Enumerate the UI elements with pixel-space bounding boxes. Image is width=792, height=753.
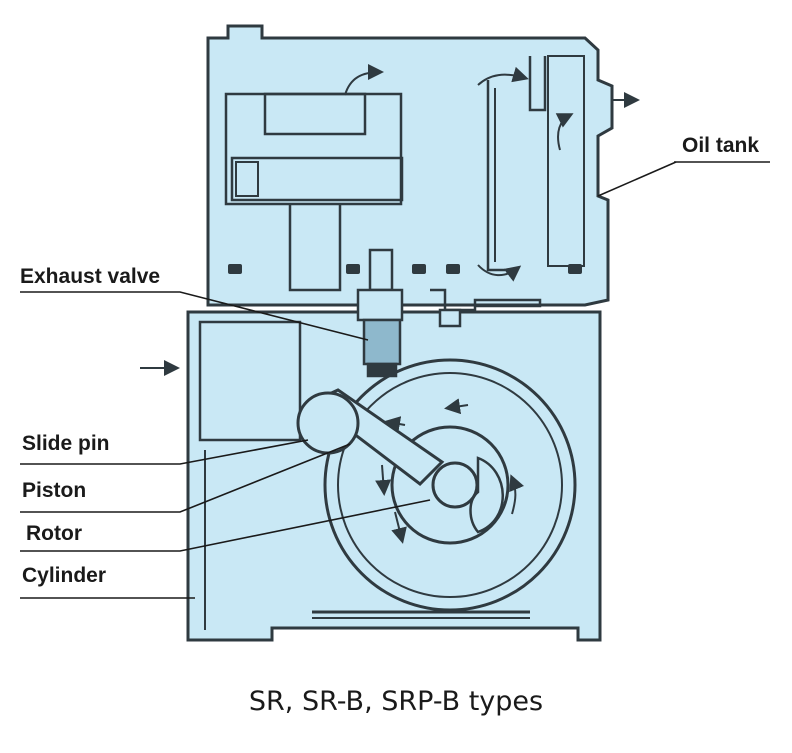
piston-label: Piston bbox=[22, 479, 87, 502]
cylinder-bore bbox=[323, 358, 577, 612]
flow-arrows bbox=[140, 64, 640, 544]
gasket-seals bbox=[228, 264, 582, 274]
oil-tank-label: Oil tank bbox=[682, 134, 760, 157]
exhaust-valve-label: Exhaust valve bbox=[20, 265, 161, 288]
cylinder-label: Cylinder bbox=[22, 564, 107, 587]
oil-tank-housing bbox=[206, 24, 614, 307]
slide-pin-label: Slide pin bbox=[22, 432, 110, 455]
diagram-caption: SR, SR-B, SRP-B types bbox=[248, 686, 544, 717]
piston bbox=[296, 388, 445, 486]
rotor-label: Rotor bbox=[26, 522, 82, 545]
exhaust-valve bbox=[356, 248, 542, 378]
leader-lines bbox=[20, 161, 770, 599]
